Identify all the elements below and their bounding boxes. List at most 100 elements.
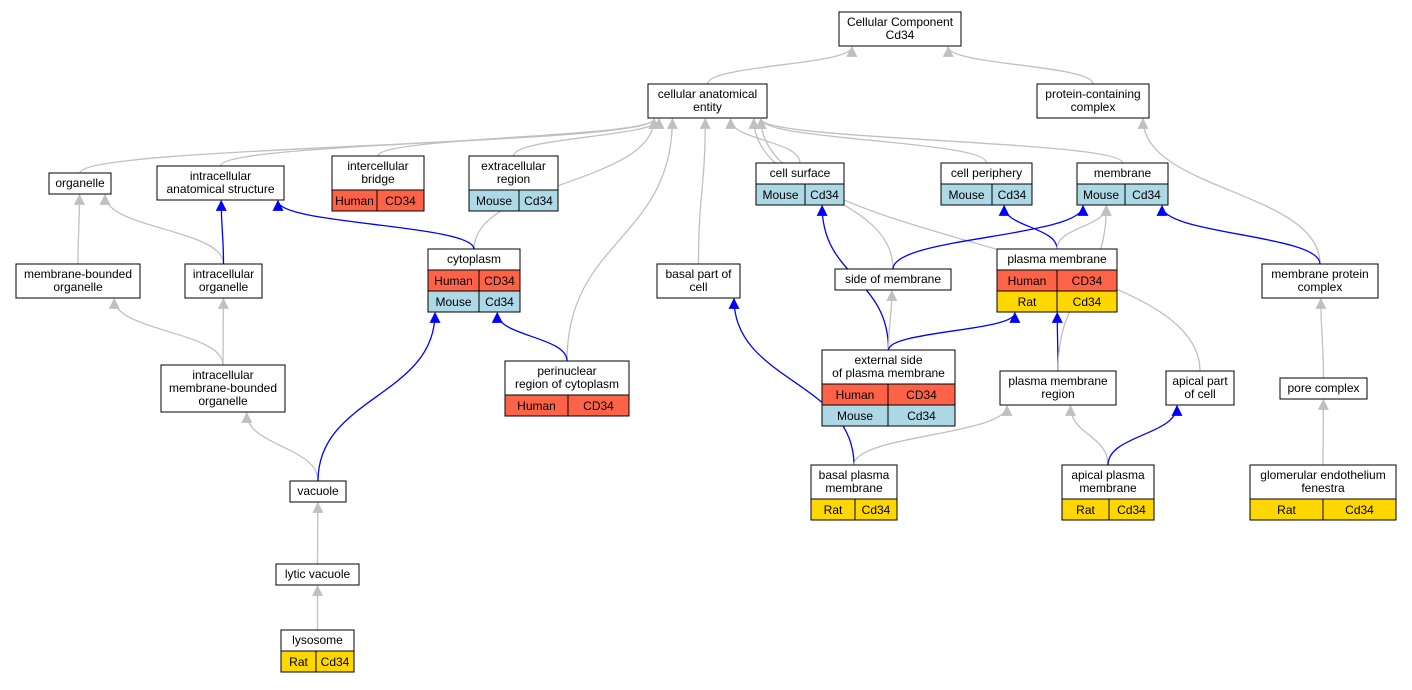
gene-label: Cd34 (907, 409, 936, 423)
node-label-line: plasma membrane (1007, 252, 1107, 266)
edge-pm-to-cp (1004, 206, 1057, 249)
node-label-line: organelle (198, 394, 248, 408)
node-label-line: cellular anatomical (658, 87, 757, 101)
edge-vac-to-imbo (247, 413, 318, 481)
gene-label: Cd34 (321, 655, 350, 669)
node-label-line: plasma membrane (1008, 374, 1108, 388)
node-label-line: membrane (1079, 481, 1137, 495)
node-label-line: cytoplasm (447, 252, 501, 266)
edge-apm-to-pmr (1071, 406, 1109, 465)
edge-cae-to-cc (708, 47, 852, 84)
node-label-line: complex (1071, 100, 1116, 114)
organism-label: Human (836, 388, 875, 402)
organism-label: Mouse (762, 188, 798, 202)
node-label-line: membrane-bounded (24, 267, 132, 281)
node-label-line: intercellular (347, 159, 408, 173)
node-label-line: bridge (361, 172, 395, 186)
node-label-line: external side (854, 353, 922, 367)
organism-label: Rat (1076, 503, 1095, 517)
gene-label: Cd34 (1073, 295, 1102, 309)
organism-label: Mouse (476, 194, 512, 208)
gene-label: Cd34 (810, 188, 839, 202)
organism-label: Mouse (837, 409, 873, 423)
edge-ib-to-cae (378, 119, 654, 156)
node-label-line: apical plasma (1071, 468, 1145, 482)
gene-label: CD34 (1072, 274, 1103, 288)
edge-bpc-to-cae (699, 119, 706, 264)
edge-pm-to-mem (1057, 206, 1106, 249)
node-label-line: perinuclear (537, 364, 596, 378)
edge-io-to-ias (221, 201, 223, 264)
node-label-line: lytic vacuole (285, 567, 351, 581)
edge-pcc-to-cc (948, 47, 1093, 84)
gene-label: CD34 (385, 194, 416, 208)
organism-label: Mouse (948, 188, 984, 202)
go-term-node-vac[interactable]: vacuole (290, 481, 346, 502)
node-label-line: membrane-bounded (169, 381, 277, 395)
edge-prc-to-cae (567, 119, 672, 361)
go-term-node-lv[interactable]: lytic vacuole (276, 564, 359, 585)
node-label-line: membrane protein (1271, 267, 1368, 281)
annotation-row: Rat Cd34 (997, 291, 1117, 312)
gene-label: Cd34 (1132, 188, 1161, 202)
annotation-row: Human CD34 (822, 384, 955, 405)
node-label-line: cell (689, 280, 707, 294)
annotation-row: Mouse Cd34 (822, 405, 955, 426)
go-term-node-porec[interactable]: pore complex (1280, 378, 1367, 399)
go-term-node-som[interactable]: side of membrane (835, 269, 951, 290)
node-label-line: pore complex (1287, 381, 1359, 395)
gene-label: CD34 (906, 388, 937, 402)
organism-label: Rat (824, 503, 843, 517)
node-label-line: region (497, 172, 530, 186)
edges-layer (78, 47, 1324, 630)
node-label-line: Cellular Component (847, 15, 954, 29)
gene-label: Cd34 (1345, 503, 1374, 517)
node-label-line: side of membrane (845, 272, 941, 286)
go-term-node-organelle[interactable]: organelle (49, 173, 111, 194)
edge-er-to-cae (514, 119, 660, 156)
node-label-line: organelle (199, 280, 249, 294)
node-label-line: organelle (55, 176, 105, 190)
node-label-line: glomerular endothelium (1260, 468, 1385, 482)
node-label-line: apical part (1172, 374, 1228, 388)
annotation-row: Mouse Cd34 (756, 184, 844, 205)
node-label-line: membrane (1094, 166, 1152, 180)
node-label-line: of plasma membrane (832, 366, 945, 380)
gene-label: CD34 (583, 399, 614, 413)
node-label-line: fenestra (1301, 481, 1345, 495)
gene-label: Cd34 (524, 194, 553, 208)
organism-label: Rat (1018, 295, 1037, 309)
node-label-line: vacuole (297, 484, 339, 498)
organism-label: Human (335, 194, 374, 208)
